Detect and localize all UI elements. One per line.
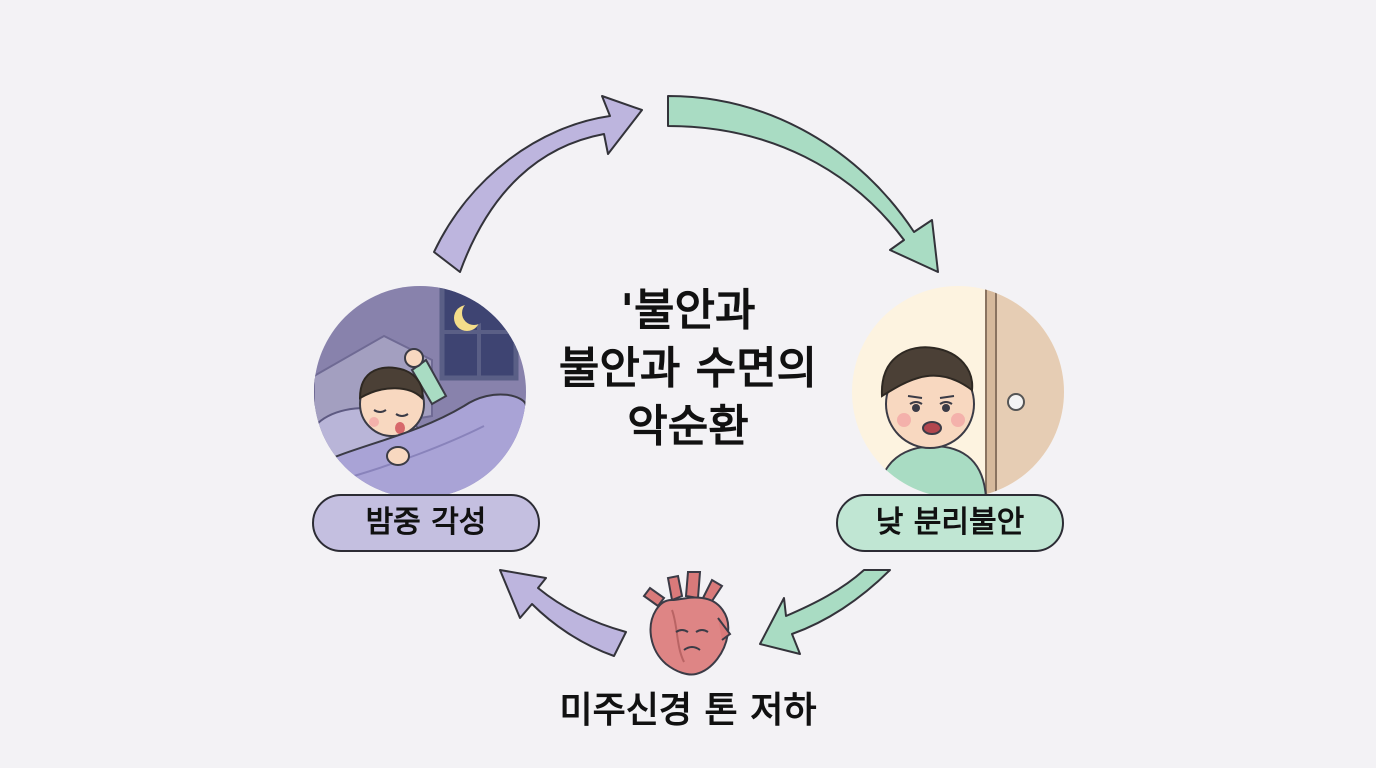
arrow-heart-to-night bbox=[499, 569, 627, 657]
sad-heart-icon bbox=[642, 571, 732, 676]
anxious-child-illustration bbox=[852, 286, 1064, 498]
low-vagal-tone-label: 미주신경 톤 저하 bbox=[559, 690, 817, 731]
arrow-night-to-top bbox=[433, 95, 643, 273]
title-line-1: '불안과 bbox=[620, 285, 756, 336]
arrow-day-to-heart bbox=[759, 569, 891, 655]
title-line-3: 악순환 bbox=[627, 401, 749, 452]
title-line-2: 불안과 수면의 bbox=[558, 343, 818, 394]
night-waking-label: 밤중 각성 bbox=[312, 494, 540, 552]
moon-icon bbox=[454, 301, 486, 331]
sleeping-child-illustration bbox=[314, 286, 526, 498]
arrow-top-to-day bbox=[667, 95, 939, 273]
diagram-title: '불안과 불안과 수면의 악순환 bbox=[548, 282, 828, 456]
day-separation-anxiety-label: 낮 분리불안 bbox=[836, 494, 1064, 552]
